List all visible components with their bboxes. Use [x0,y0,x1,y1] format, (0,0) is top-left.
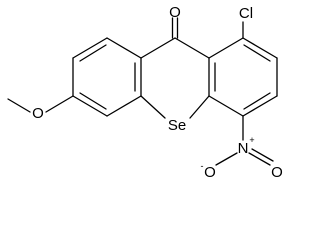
bond-left-ring-5 [106,95,142,117]
nitro-oxygen-right-label: O [271,164,283,181]
bond-se-to-right-c [189,95,210,119]
bond-left-ring-2 [72,37,108,59]
bond-carbonyl-c-to-left-ring [140,37,176,59]
nitrogen-charge-label: + [249,135,254,145]
chlorine-label: Cl [239,5,253,22]
bond-left-ring-1 [106,37,142,59]
bond-n-to-o-right-a [248,152,271,166]
methoxy-oxygen-label: O [32,105,44,122]
atom-labels: O Cl Se N + O O - O [32,4,283,181]
bond-n-to-o-right-b [251,148,274,162]
nitro-oxygen-charge-label: - [201,161,204,171]
nitro-oxygen-left-label: O [204,164,216,181]
nitrogen-label: N [238,140,249,157]
bond-right-ring-5 [208,95,244,117]
bond-right-ring-4 [242,95,278,117]
bond-right-ring-inner-3 [243,92,271,110]
carbonyl-oxygen-label: O [169,4,181,21]
bond-c-to-methoxy-o [45,95,74,113]
bond-right-ring-2 [242,37,278,59]
structure-diagram: O Cl Se N + O O - O [7,4,283,181]
selenium-label: Se [168,117,186,134]
bond-left-c-to-se [140,95,166,119]
bond-left-ring-4 [72,95,108,117]
bond-left-ring-inner-2 [79,92,107,110]
bond-n-to-o-left [215,152,238,166]
bond-lines [7,17,278,166]
bond-right-ring-inner-2 [243,44,271,62]
bond-left-ring-inner-1 [79,44,107,62]
bond-methoxy-o-to-ch3 [7,98,31,113]
bond-right-ring-1 [208,37,244,59]
bond-carbonyl-c-to-right-ring [174,37,210,59]
